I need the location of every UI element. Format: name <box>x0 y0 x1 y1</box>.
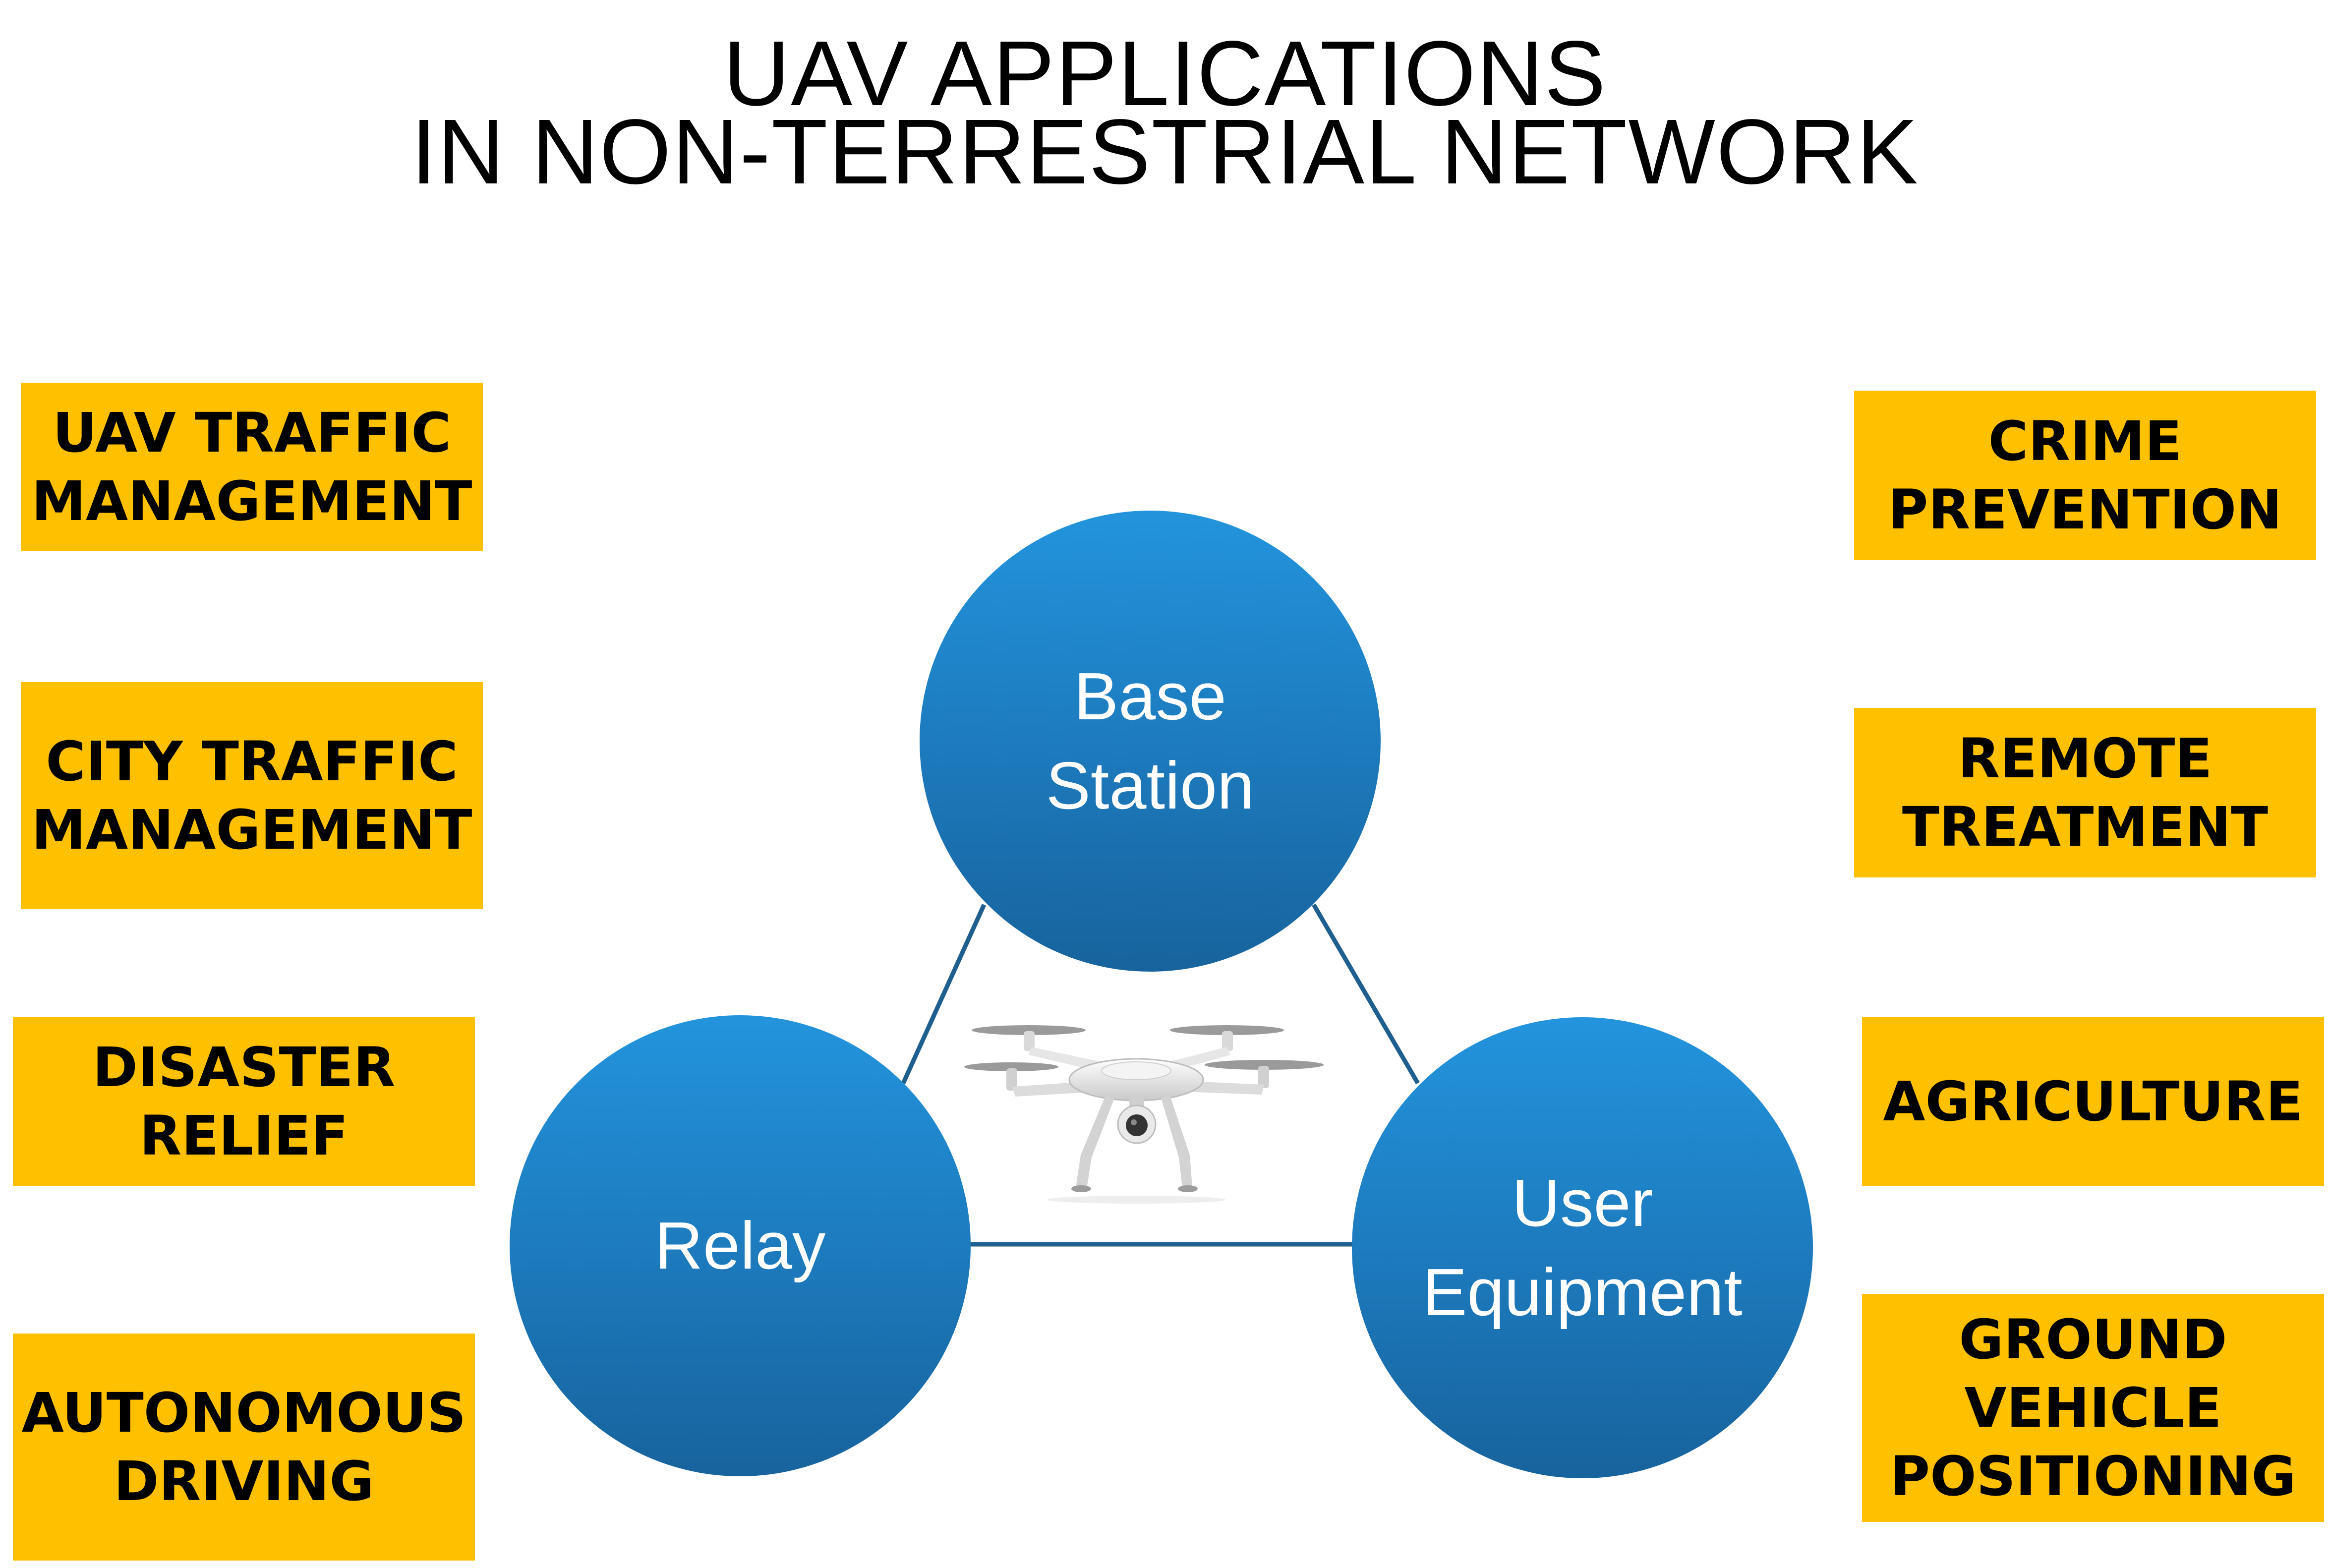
app-label-line: CRIME <box>1988 409 2182 473</box>
app-box-city-traffic-management: CITY TRAFFIC MANAGEMENT <box>21 682 483 909</box>
base-station-label-line-1: Base <box>1074 659 1226 734</box>
app-box-remote-treatment: REMOTE TREATMENT <box>1854 708 2316 877</box>
app-label-line: PREVENTION <box>1888 478 2282 541</box>
relay-label: Relay <box>654 1208 826 1283</box>
app-label-line: DISASTER <box>92 1036 396 1099</box>
app-label-line: DRIVING <box>114 1450 374 1513</box>
user-equipment-label-line-1: User <box>1512 1165 1653 1240</box>
connector-base-relay <box>901 904 987 1084</box>
quadcopter-drone-icon <box>964 1025 1324 1204</box>
user-equipment-label-line-2: Equipment <box>1422 1255 1743 1330</box>
app-label-line: AUTONOMOUS <box>21 1381 466 1445</box>
app-label-line: UAV TRAFFIC <box>53 401 451 465</box>
app-box-crime-prevention: CRIME PREVENTION <box>1854 391 2316 560</box>
app-box-uav-traffic-management: UAV TRAFFIC MANAGEMENT <box>21 383 483 551</box>
title-line-2: IN NON-TERRESTRIAL NETWORK <box>411 101 1919 203</box>
connector-base-user <box>1312 903 1420 1085</box>
app-label-line: POSITIONING <box>1890 1445 2296 1508</box>
app-label-line: AGRICULTURE <box>1883 1070 2303 1133</box>
app-label-line: VEHICLE <box>1964 1376 2222 1440</box>
app-label-line: TREATMENT <box>1902 795 2269 859</box>
title-line-1: UAV APPLICATIONS <box>723 22 1607 125</box>
app-label-line: MANAGEMENT <box>31 469 472 533</box>
base-station-node: Base Station <box>920 511 1381 972</box>
app-label-line: MANAGEMENT <box>31 798 472 862</box>
app-label-line: REMOTE <box>1958 727 2213 790</box>
relay-node: Relay <box>510 1015 971 1476</box>
app-label-line: GROUND <box>1959 1308 2227 1371</box>
app-box-disaster-relief: DISASTER RELIEF <box>13 1017 475 1186</box>
app-label-line: CITY TRAFFIC <box>46 730 458 793</box>
app-box-autonomous-driving: AUTONOMOUS DRIVING <box>13 1334 475 1561</box>
app-label-line: RELIEF <box>139 1104 349 1167</box>
base-station-label-line-2: Station <box>1046 748 1255 823</box>
app-box-agriculture: AGRICULTURE <box>1862 1017 2324 1186</box>
app-box-ground-vehicle-positioning: GROUND VEHICLE POSITIONING <box>1862 1294 2324 1522</box>
diagram-title: UAV APPLICATIONS IN NON-TERRESTRIAL NETW… <box>0 22 2330 203</box>
user-equipment-node: User Equipment <box>1352 1017 1813 1478</box>
